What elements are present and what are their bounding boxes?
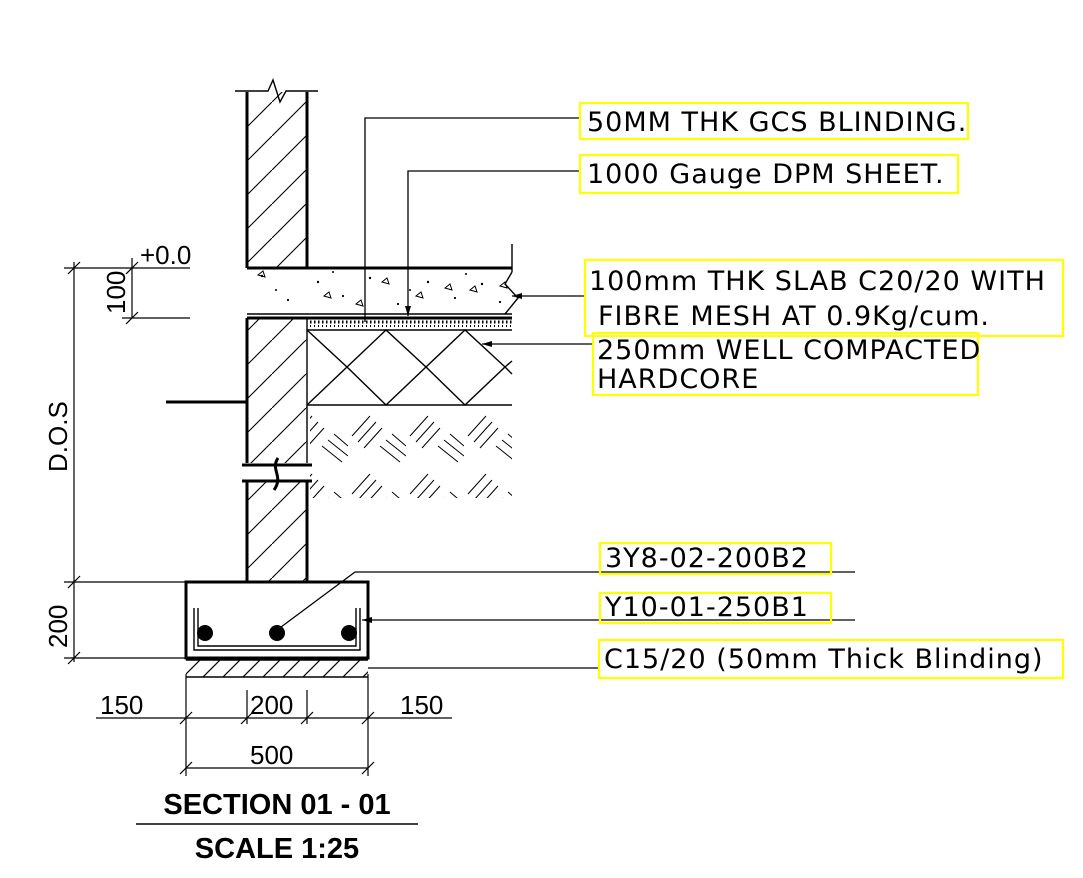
label-hardcore-line2: HARDCORE xyxy=(597,364,759,395)
footing-depth-dim: 200 xyxy=(43,605,73,648)
wall-lower xyxy=(245,482,309,582)
label-c15-blinding: C15/20 (50mm Thick Blinding) xyxy=(604,644,1044,675)
wall-upper xyxy=(245,92,309,463)
section-title: SECTION 01 - 01 xyxy=(163,789,390,821)
wall-width-dim: 200 xyxy=(250,690,293,720)
slab-thickness-dim: 100 xyxy=(101,271,131,314)
label-box-hardcore xyxy=(591,331,980,397)
label-rebar-bottom: Y10-01-250B1 xyxy=(604,592,809,623)
label-box-c15 xyxy=(597,638,1065,680)
horizontal-dimension-lines xyxy=(96,674,452,776)
footing-width-dim: 500 xyxy=(250,740,293,770)
left-offset-dim: 150 xyxy=(100,690,143,720)
strip-footing xyxy=(184,580,370,660)
natural-soil xyxy=(310,406,512,498)
label-box-slab xyxy=(583,258,1065,338)
gcs-blinding-layer xyxy=(310,320,512,327)
label-box-gcs xyxy=(578,101,970,141)
right-offset-dim: 150 xyxy=(400,690,443,720)
label-gcs-blinding: 50MM THK GCS BLINDING. xyxy=(587,107,967,138)
label-slab-line1: 100mm THK SLAB C20/20 WITH xyxy=(589,266,1046,297)
scale-title: SCALE 1:25 xyxy=(195,833,359,865)
leader-lines xyxy=(276,117,855,669)
blinding-c15 xyxy=(186,659,368,678)
vertical-dimension-lines xyxy=(64,258,190,665)
label-dpm-sheet: 1000 Gauge DPM SHEET. xyxy=(587,159,945,190)
label-box-dpm xyxy=(578,153,960,195)
wall-top-break xyxy=(235,78,318,104)
depth-of-strip-dim: D.O.S xyxy=(43,401,73,472)
ground-slab xyxy=(247,244,519,320)
level-marker: +0.0 xyxy=(140,240,191,270)
label-box-rebar-bottom xyxy=(598,591,833,625)
leader-arrowheads xyxy=(362,293,522,623)
label-rebar-top: 3Y8-02-200B2 xyxy=(605,543,809,574)
label-box-rebar-top xyxy=(598,541,833,576)
hardcore-fill xyxy=(306,329,513,406)
label-hardcore-line1: 250mm WELL COMPACTED xyxy=(597,335,981,366)
label-slab-line2: FIBRE MESH AT 0.9Kg/cum. xyxy=(598,301,990,332)
